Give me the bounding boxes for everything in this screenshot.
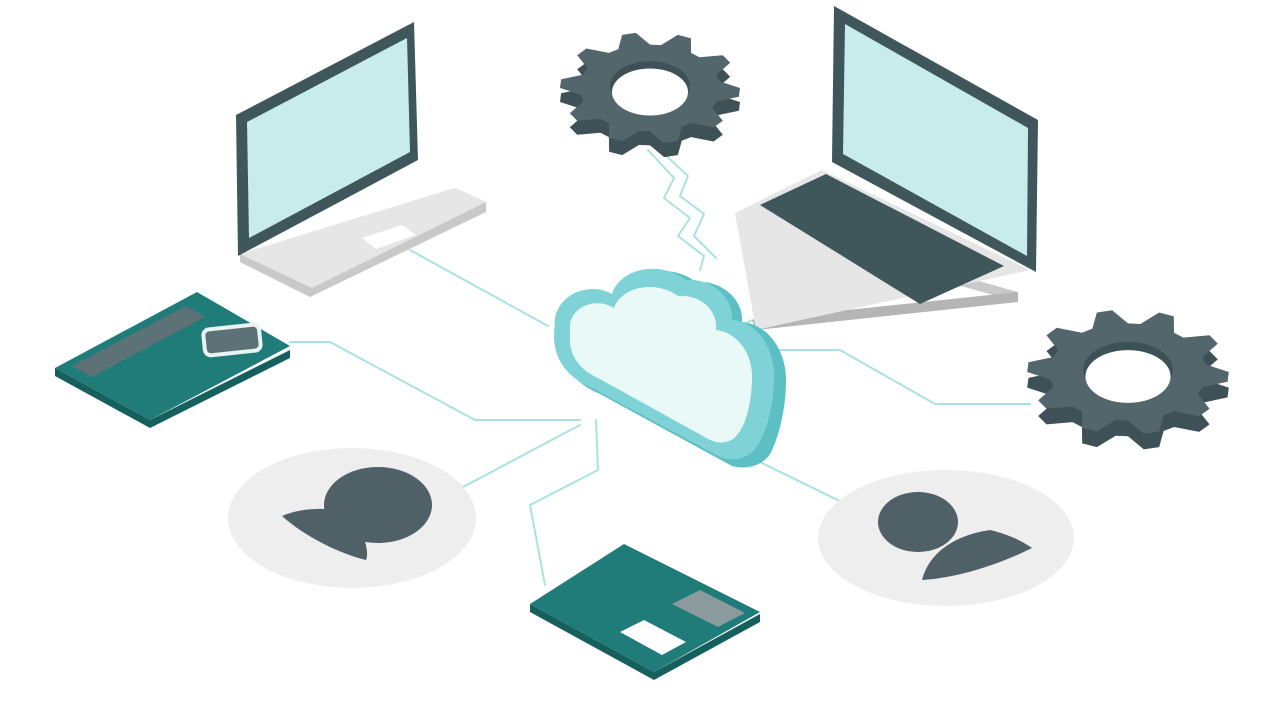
card-bottom-face [530,544,760,672]
laptop-right-keyboard [760,174,1004,304]
avatar-right-silhouette [878,492,1032,580]
card-left-chip [201,322,263,358]
connector-avatar-left [462,424,581,488]
gear-icon [560,32,740,158]
card-bottom-side [530,604,760,680]
laptop-left-screen [247,38,410,238]
cloud-inner [570,286,752,443]
laptop-icon [236,22,486,297]
card-left-face [55,292,290,420]
card-bottom-label [620,620,686,655]
credit-card-icon [55,292,290,428]
gear-right-body [1027,310,1229,450]
laptop-icon [735,6,1038,330]
user-icon [228,448,476,588]
gear-hole-inner [612,68,688,116]
laptop-left-touchpad [362,225,416,249]
connector-gear-top-2 [659,149,717,259]
gear-icon [1027,310,1229,450]
connector-laptop-left [409,249,549,327]
cloud-icon [554,268,786,468]
avatar-left-silhouette [282,467,432,560]
user-icon [818,470,1074,606]
gear-hole-inner [1085,350,1171,403]
connector-card-bottom [529,419,599,586]
credit-card-icon [530,544,760,680]
connector-gear-top [647,149,705,271]
laptop-right-base-side-2 [752,292,1018,330]
card-bottom-stripe [672,590,745,627]
connector-gear-right [759,349,1031,405]
card-left-side [55,350,290,428]
connector-card-left [289,341,581,421]
laptop-right-screen [843,24,1028,256]
card-left-stripe [72,306,205,377]
gear-top-body [560,32,740,158]
